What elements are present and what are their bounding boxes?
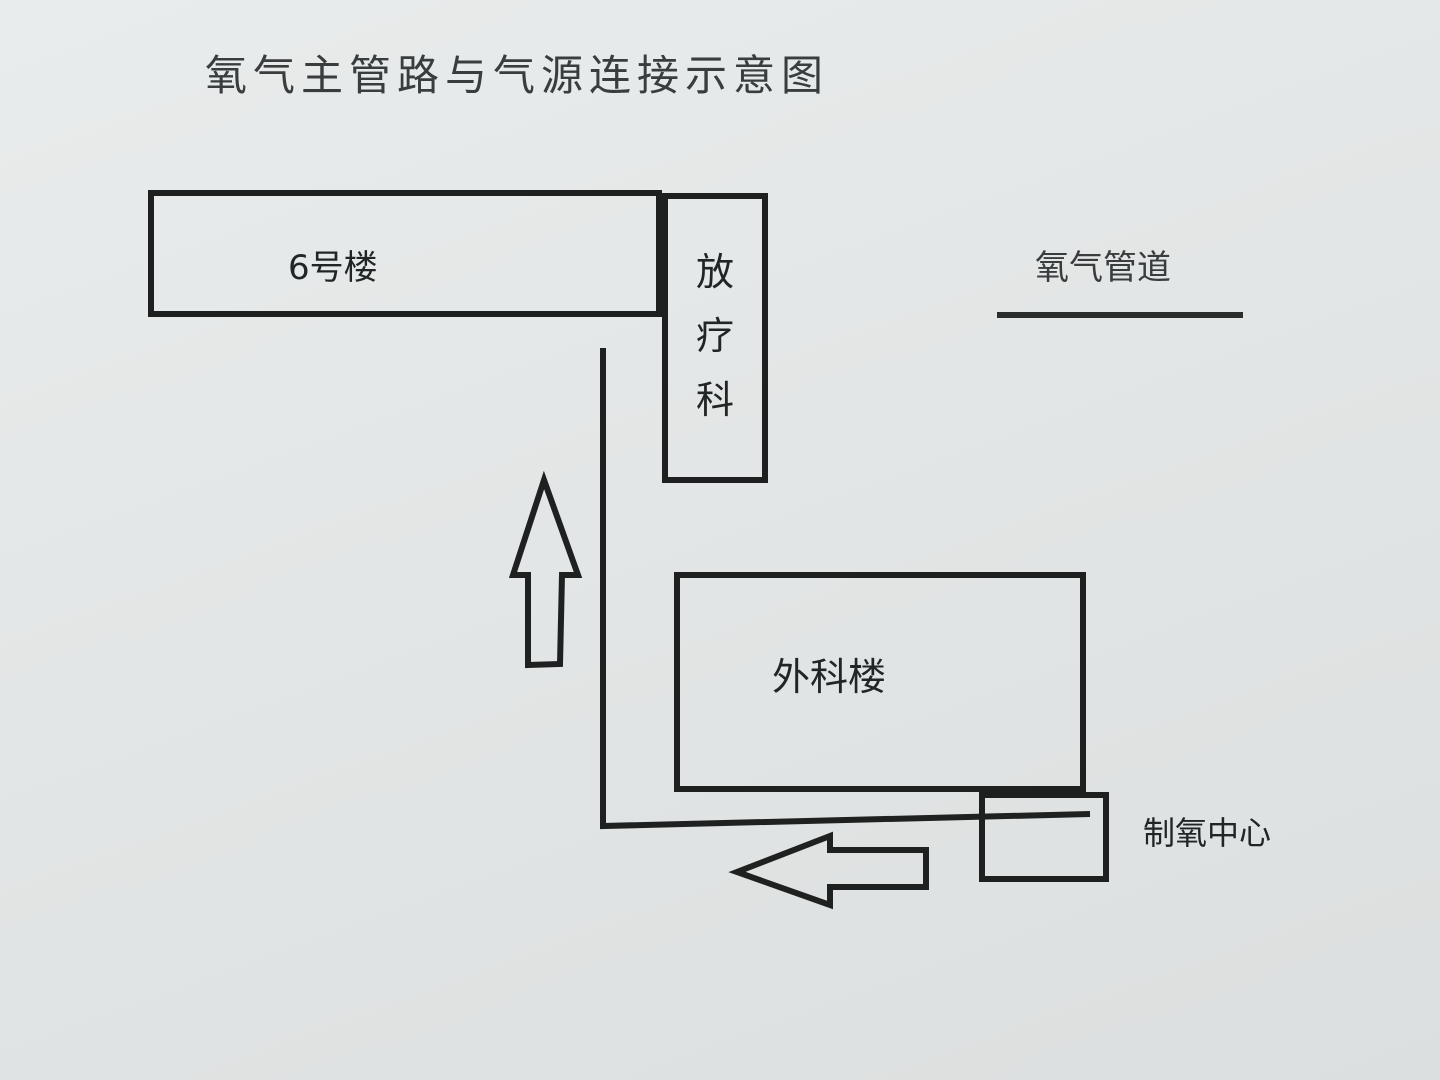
- radiotherapy-box: [662, 193, 768, 483]
- legend-pipe-swatch: [997, 312, 1243, 318]
- oxygen-center-label: 制氧中心: [1143, 814, 1272, 852]
- diagram-title: 氧气主管路与气源连接示意图: [205, 51, 830, 100]
- arrow-up-icon: [508, 470, 583, 669]
- arrow-left-icon: [728, 831, 929, 910]
- building-6-label: 6号楼: [288, 248, 378, 288]
- oxygen-center-box: [979, 792, 1109, 882]
- surgery-building-label: 外科楼: [772, 655, 887, 699]
- radiotherapy-label: 放疗科: [695, 250, 734, 422]
- building-6-box: [148, 190, 662, 317]
- surgery-building-box: [674, 572, 1086, 792]
- legend-label: 氧气管道: [1035, 248, 1171, 288]
- oxygen-pipe: [600, 348, 1091, 830]
